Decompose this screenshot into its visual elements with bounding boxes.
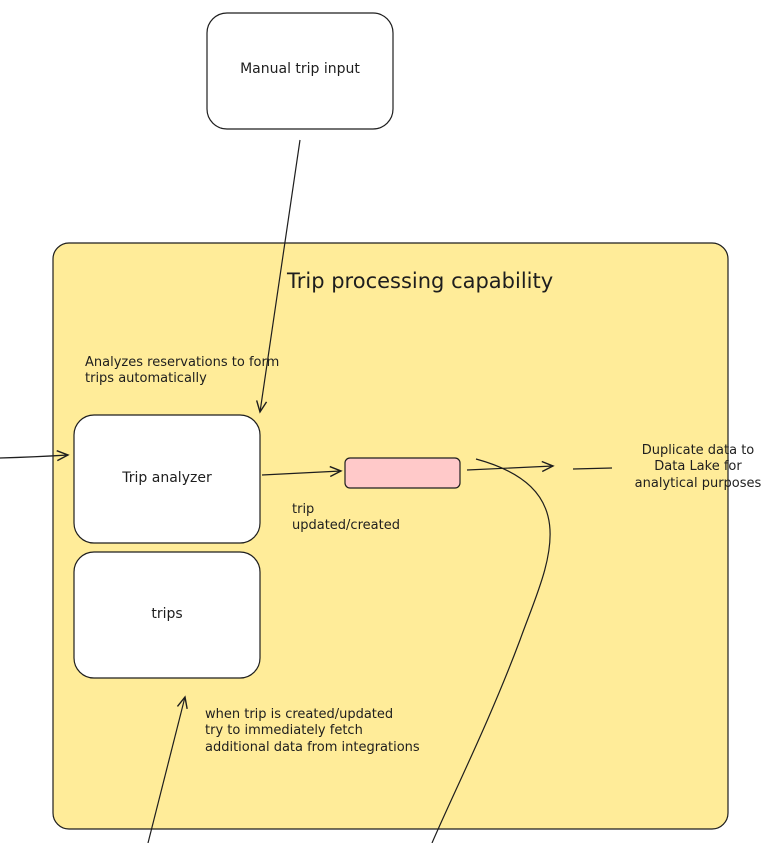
trips-label: trips <box>151 606 183 622</box>
arrow-manual-to-analyzer <box>255 139 301 414</box>
arrow-event-to-datalake <box>466 460 555 473</box>
event-label: trip updated/created <box>292 502 400 534</box>
fetch-integrations-note: when trip is created/updated try to imme… <box>205 707 420 755</box>
trip-analyzer-box[interactable] <box>73 414 261 544</box>
manual-input-box[interactable] <box>206 12 394 130</box>
arrow-incoming-reservations <box>0 450 70 462</box>
curve-event-to-integrations <box>431 458 551 843</box>
arrow-integrations-to-trips <box>147 695 188 843</box>
manual-input-label: Manual trip input <box>240 61 360 77</box>
capability-container[interactable] <box>52 242 729 830</box>
trip-analyzer-label: Trip analyzer <box>122 470 212 486</box>
event-topic-box[interactable] <box>344 457 461 489</box>
arrow-datalake-tail <box>572 467 613 470</box>
duplicate-datalake-label: Duplicate data to Data Lake for analytic… <box>634 443 762 491</box>
analyzer-description: Analyzes reservations to form trips auto… <box>85 355 280 387</box>
arrow-analyzer-to-event <box>261 465 343 478</box>
trips-box[interactable] <box>73 551 261 679</box>
capability-title: Trip processing capability <box>287 269 554 293</box>
